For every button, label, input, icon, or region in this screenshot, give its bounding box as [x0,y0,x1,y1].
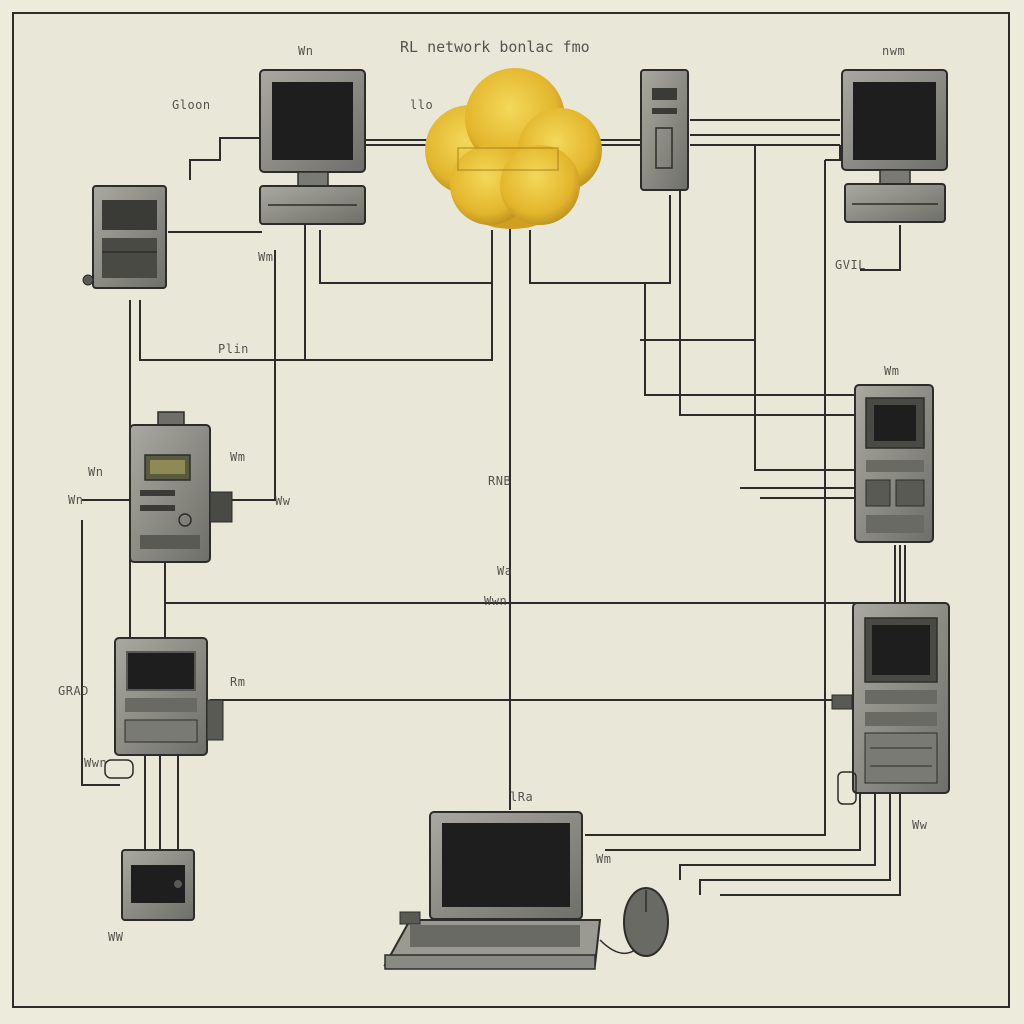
label-monitor-right-port: GVIL [835,258,866,272]
label-right-tower: Wm [884,364,899,378]
label-top-monitor: Wn [298,44,313,58]
small-monitor-icon [122,850,194,920]
label-center-2: Wa [497,564,512,578]
diagram-title: RL network bonlac fmo [400,38,590,56]
label-bottom-right: Ww [912,818,927,832]
server-unit-icon [83,186,166,288]
label-center-3: Wwn [484,594,507,608]
label-top-right: nwm [882,44,905,58]
cloud-icon [425,68,602,229]
label-top-mid: llo [410,98,433,112]
laptop-icon [385,812,600,969]
label-center-1: RNB [488,474,511,488]
server-tower-icon [855,385,933,542]
label-meter-right-2: Ww [275,494,290,508]
label-bottom-left: WW [108,930,123,944]
meter-panel-icon [130,412,232,562]
label-meter-left-1: Wn [88,465,103,479]
label-monitor-left-port: Wm [258,250,273,264]
crt-monitor-icon [260,70,365,224]
server-tower-icon [641,70,688,190]
label-mid-box-left: GRAD [58,684,89,698]
label-laptop-left: Wm [596,852,611,866]
label-mid-box-bottom: Wwn [84,756,107,770]
crt-monitor-icon [842,70,947,222]
label-meter-left-2: Wn [68,493,83,507]
label-left-top: Gloon [172,98,211,112]
label-meter-right-1: Wm [230,450,245,464]
label-mid-left: Plin [218,342,249,356]
mouse-icon [600,888,668,956]
label-laptop-top: lRa [510,790,533,804]
computer-box-icon [105,638,223,778]
server-tower-icon [832,603,949,804]
label-mid-box-right: Rm [230,675,245,689]
